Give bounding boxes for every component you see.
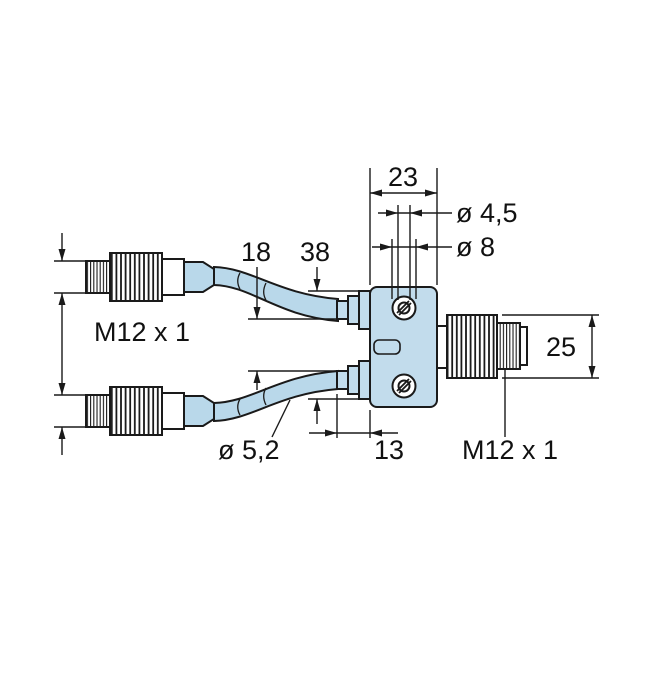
arrowhead	[58, 383, 66, 395]
label-window	[373, 339, 401, 355]
arrowhead	[380, 243, 392, 251]
dimension-m12-left: M12 x 1	[54, 233, 190, 455]
port-step	[336, 370, 349, 390]
dim-label-hole-large: ø 8	[456, 232, 495, 262]
dimension-hole-large: ø 8	[372, 232, 495, 299]
dim-label-25: 25	[546, 332, 576, 362]
rear-shell	[161, 258, 185, 296]
connector-bottom-left	[85, 386, 215, 436]
dim-label-23: 23	[388, 162, 418, 192]
port-step	[358, 360, 371, 400]
port-step	[347, 365, 360, 395]
hole-circle	[397, 379, 411, 393]
leader-line	[271, 399, 291, 438]
dimension-lines	[248, 267, 338, 390]
arrowhead	[425, 189, 437, 197]
dimension-13: 13	[309, 394, 404, 465]
cable-top-wrinkles	[237, 272, 267, 301]
arrowhead	[253, 371, 261, 383]
knurl-nut	[109, 386, 163, 436]
tip	[519, 326, 528, 366]
arrowhead	[410, 209, 422, 217]
hole-circle	[397, 301, 411, 315]
dimension-lines	[308, 267, 359, 424]
arrowhead	[588, 366, 596, 378]
port-step	[358, 290, 371, 330]
arrowhead	[58, 427, 66, 439]
dim-label-cable-diameter: ø 5,2	[218, 435, 280, 465]
arrowhead	[58, 249, 66, 261]
dimension-18: 18	[241, 237, 338, 390]
port-step	[347, 295, 360, 325]
cable-boot	[183, 395, 215, 427]
dim-label-hole-small: ø 4,5	[456, 198, 518, 228]
dim-label-18: 18	[241, 237, 271, 267]
rear-shell	[161, 392, 185, 430]
port-steps-bottom	[336, 360, 371, 400]
cable-bottom-band	[213, 369, 339, 423]
cable-bottom-wrinkles	[237, 387, 267, 416]
arrowhead	[416, 243, 428, 251]
dim-label-13: 13	[374, 435, 404, 465]
knurl-nut	[446, 314, 498, 379]
knurl-nut	[109, 252, 163, 302]
splitter-body-group	[336, 286, 438, 408]
neck	[436, 325, 448, 369]
dimension-lines	[378, 205, 452, 300]
screw-hole-top	[391, 295, 417, 321]
arrowhead	[313, 399, 321, 411]
cable-boot	[183, 261, 215, 293]
arrowhead	[253, 307, 261, 319]
cable-top	[213, 265, 339, 323]
thread-section	[496, 322, 521, 370]
cable-bottom	[213, 369, 339, 423]
screw-hole-bottom	[391, 373, 417, 399]
arrowhead	[325, 429, 337, 437]
connector-right	[436, 314, 528, 379]
dim-label-38: 38	[300, 237, 330, 267]
thread-label-left: M12 x 1	[94, 317, 190, 347]
dimension-m12-right: M12 x 1	[462, 370, 558, 465]
dimension-cable-diameter: ø 5,2	[218, 399, 291, 465]
connector-top-left	[85, 252, 215, 302]
thread-section	[85, 260, 111, 294]
thread-section	[85, 394, 111, 428]
arrowhead	[313, 279, 321, 291]
port-step	[336, 300, 349, 320]
dimension-hole-small: ø 4,5	[378, 198, 518, 300]
dimension-lines	[309, 394, 398, 438]
thread-label-right: M12 x 1	[462, 435, 558, 465]
arrowhead	[58, 293, 66, 305]
port-steps-top	[336, 290, 371, 330]
dimension-38: 38	[300, 237, 359, 424]
arrowhead	[370, 189, 382, 197]
dimension-25: 25	[502, 314, 599, 379]
dimension-lines	[54, 233, 86, 455]
screw-slot	[396, 378, 412, 394]
dimension-23: 23	[369, 162, 438, 285]
screw-slot	[396, 300, 412, 316]
arrowhead	[386, 209, 398, 217]
cable-top-band	[213, 265, 339, 323]
arrowhead	[588, 315, 596, 327]
arrowhead	[370, 429, 382, 437]
